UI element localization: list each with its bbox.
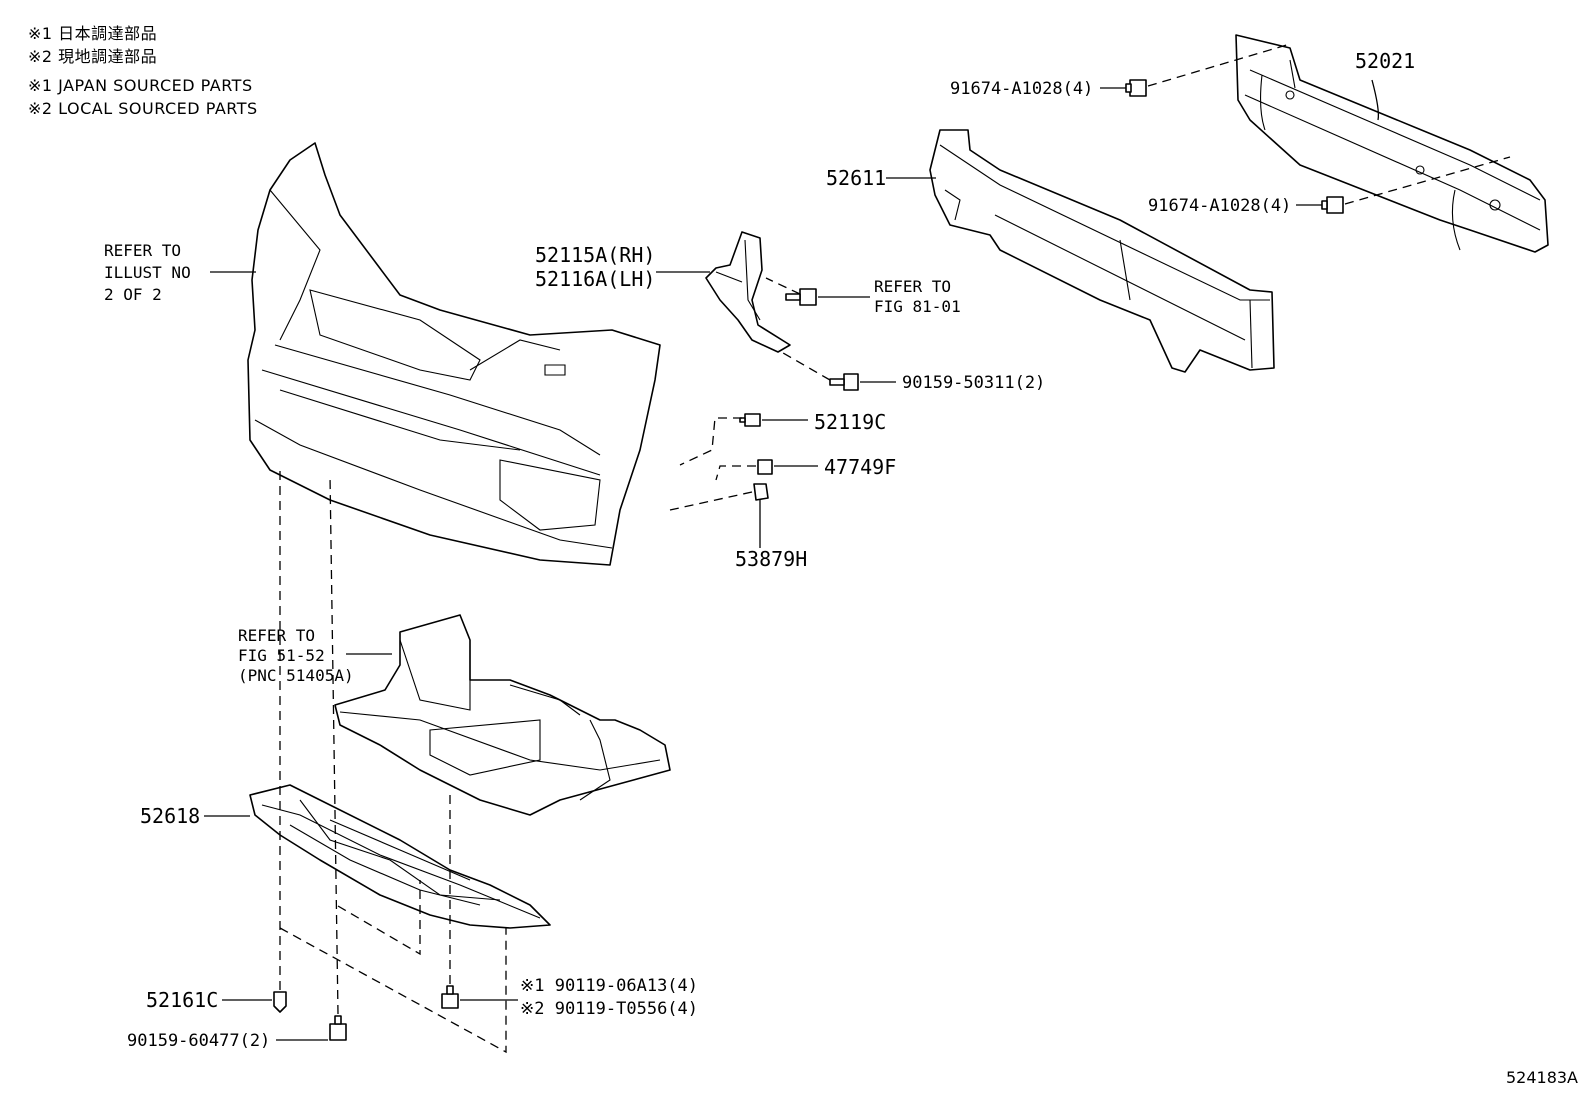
label-ref-illust-line3: 2 OF 2 (104, 285, 162, 304)
label-90119-t0556: ※2 90119-T0556(4) (520, 999, 698, 1019)
label-91674-bottom: 91674-A1028(4) (1148, 196, 1291, 216)
engine-under-cover[interactable] (334, 614, 671, 816)
label-52161c: 52161C (146, 988, 218, 1012)
label-91674-top: 91674-A1028(4) (950, 79, 1093, 99)
label-ref-51-line3: (PNC 51405A) (238, 666, 354, 685)
label-90159-50311: 90159-50311(2) (902, 373, 1045, 393)
bolt-91674-bottom[interactable] (1321, 196, 1344, 214)
nut-47749f[interactable] (757, 459, 773, 475)
label-ref-illust-line2: ILLUST NO (104, 263, 191, 282)
retainer-bracket-52115a[interactable] (705, 231, 791, 353)
spoiler-cover-52618[interactable] (249, 784, 551, 929)
note-japan-jp: ※1 日本調達部品 (28, 24, 158, 43)
screw-ref-81-01[interactable] (785, 288, 817, 306)
label-ref-51-line2: FIG 51-52 (238, 646, 325, 665)
label-ref-illust-line1: REFER TO (104, 241, 181, 260)
label-ref-51-line1: REFER TO (238, 626, 315, 645)
label-52021: 52021 (1355, 49, 1415, 73)
label-ref-81-line2: FIG 81-01 (874, 297, 961, 316)
label-52618: 52618 (140, 804, 200, 828)
note-local-jp: ※2 現地調達部品 (28, 47, 158, 66)
note-local-en: ※2 LOCAL SOURCED PARTS (28, 99, 258, 118)
label-52115a: 52115A(RH) (535, 243, 655, 267)
bumper-cover[interactable] (247, 142, 661, 566)
label-90119-06a13: ※1 90119-06A13(4) (520, 976, 698, 996)
bolt-91674-top[interactable] (1125, 79, 1147, 97)
label-52119c: 52119C (814, 410, 886, 434)
label-52116a: 52116A(LH) (535, 267, 655, 291)
energy-absorber-52611[interactable] (929, 129, 1275, 373)
bumper-reinforcement-52021[interactable] (1235, 34, 1549, 253)
note-japan-en: ※1 JAPAN SOURCED PARTS (28, 76, 253, 95)
label-ref-81-line1: REFER TO (874, 277, 951, 296)
clip-52119c[interactable] (739, 413, 761, 427)
bolt-90119[interactable] (441, 985, 459, 1009)
clip-52161c[interactable] (273, 991, 287, 1013)
label-47749f: 47749F (824, 455, 896, 479)
clip-53879h[interactable] (753, 483, 769, 501)
screw-90159-50311[interactable] (829, 373, 859, 391)
label-52611: 52611 (826, 166, 886, 190)
label-53879h: 53879H (735, 547, 807, 571)
screw-90159-60477[interactable] (329, 1015, 347, 1041)
label-90159-60477: 90159-60477(2) (127, 1031, 270, 1051)
illustration-code: 524183A (1505, 1068, 1578, 1087)
